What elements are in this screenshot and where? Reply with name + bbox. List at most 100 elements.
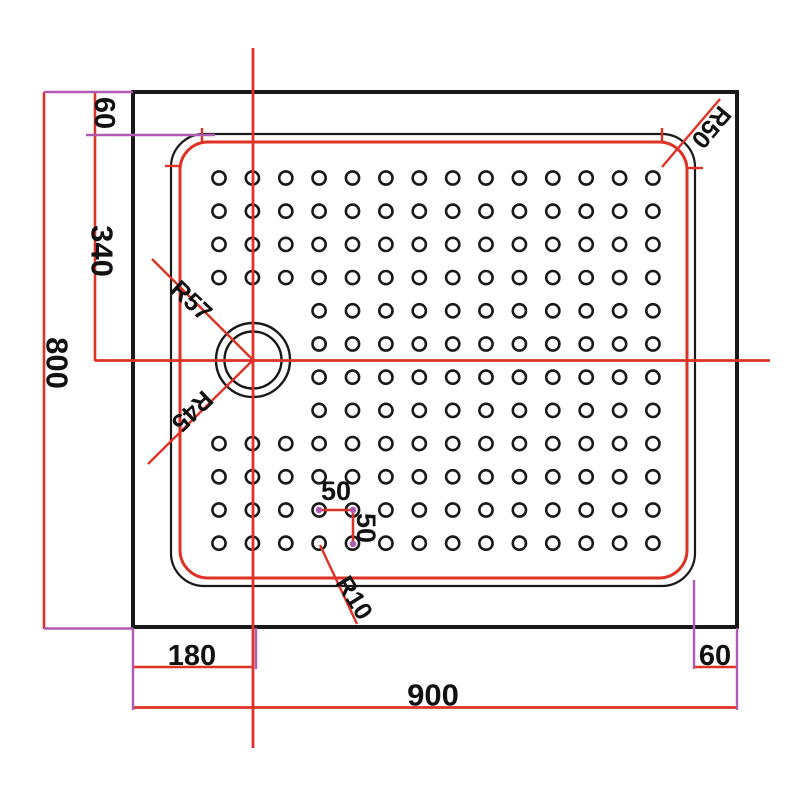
dim-label-drain-from-left: 180	[168, 640, 216, 672]
anti-slip-dot	[377, 236, 394, 253]
anti-slip-dot	[377, 502, 394, 518]
anti-slip-dot	[444, 402, 461, 419]
anti-slip-dot	[211, 502, 227, 518]
anti-slip-dot	[645, 336, 661, 352]
anti-slip-dot	[611, 369, 628, 386]
anti-slip-dot	[511, 302, 528, 319]
radius-label-inner-corner: R50	[686, 100, 737, 153]
anti-slip-dot	[544, 336, 561, 352]
anti-slip-dot	[311, 468, 327, 485]
anti-slip-dot	[444, 170, 461, 186]
anti-slip-dot	[611, 170, 628, 186]
anti-slip-dot	[277, 502, 294, 518]
anti-slip-dot	[411, 468, 428, 485]
anti-slip-dot	[444, 336, 461, 352]
anti-slip-dot	[277, 203, 294, 220]
anti-slip-dot	[311, 203, 327, 220]
anti-slip-dot	[377, 435, 394, 452]
anti-slip-dot	[311, 236, 327, 253]
anti-slip-dot	[478, 170, 494, 186]
anti-slip-dot	[311, 269, 327, 286]
anti-slip-dot	[411, 170, 428, 186]
anti-slip-dot	[578, 302, 595, 319]
radius-label-drain-inner: R45	[166, 385, 219, 437]
anti-slip-dot	[411, 402, 428, 419]
anti-slip-dot	[578, 468, 595, 485]
anti-slip-dot	[578, 535, 595, 552]
anti-slip-dot	[478, 435, 494, 452]
anti-slip-dot	[277, 535, 294, 552]
anti-slip-dot	[611, 468, 628, 485]
anti-slip-dot	[444, 502, 461, 518]
anti-slip-dot	[211, 435, 227, 452]
anti-slip-dot	[411, 236, 428, 253]
anti-slip-dot	[544, 435, 561, 452]
anti-slip-dot	[611, 236, 628, 253]
dim-endpoint-marker	[349, 540, 357, 548]
anti-slip-dot	[645, 468, 661, 485]
anti-slip-dot	[277, 468, 294, 485]
anti-slip-dot	[444, 302, 461, 319]
dim-label-overall-width: 900	[407, 678, 459, 713]
anti-slip-dot	[645, 435, 661, 452]
anti-slip-dot	[277, 170, 294, 186]
anti-slip-dot	[544, 170, 561, 186]
anti-slip-dot	[311, 336, 327, 352]
dim-endpoint-marker	[315, 506, 323, 514]
anti-slip-dot	[478, 302, 494, 319]
dim-label-dot-pitch-h: 50	[321, 476, 351, 506]
anti-slip-dot	[544, 369, 561, 386]
anti-slip-dot	[377, 535, 394, 552]
anti-slip-dot	[211, 170, 227, 186]
anti-slip-dot	[645, 203, 661, 220]
anti-slip-dot	[544, 535, 561, 552]
anti-slip-dot	[511, 502, 528, 518]
anti-slip-dot	[478, 468, 494, 485]
anti-slip-dot	[277, 269, 294, 286]
anti-slip-dot	[444, 435, 461, 452]
leader-dot-radius	[318, 544, 359, 625]
radius-label-drain-outer: R57	[165, 275, 218, 327]
anti-slip-dot	[411, 269, 428, 286]
anti-slip-dot	[478, 535, 494, 552]
anti-slip-dot	[511, 236, 528, 253]
anti-slip-dot	[344, 302, 361, 319]
leader-corner-radius	[661, 98, 721, 168]
anti-slip-dot	[578, 435, 595, 452]
anti-slip-dot	[511, 369, 528, 386]
anti-slip-dot	[277, 435, 294, 452]
anti-slip-dot	[444, 468, 461, 485]
anti-slip-dot	[578, 402, 595, 419]
anti-slip-dot	[377, 402, 394, 419]
anti-slip-dot	[311, 535, 327, 552]
dim-label-rim-top: 60	[88, 97, 120, 129]
anti-slip-dot	[544, 502, 561, 518]
anti-slip-dot	[277, 236, 294, 253]
dim-label-rim-right: 60	[699, 640, 731, 672]
anti-slip-dot	[511, 468, 528, 485]
dim-label-drain-from-rim-top: 340	[85, 225, 120, 277]
anti-slip-dot	[645, 269, 661, 286]
anti-slip-dot	[544, 203, 561, 220]
anti-slip-dot	[578, 502, 595, 518]
anti-slip-dot	[377, 269, 394, 286]
anti-slip-dot	[211, 236, 227, 253]
anti-slip-dot	[478, 236, 494, 253]
anti-slip-dot	[511, 435, 528, 452]
anti-slip-dot	[611, 535, 628, 552]
anti-slip-dot	[478, 336, 494, 352]
anti-slip-dot	[344, 269, 361, 286]
anti-slip-dot	[544, 236, 561, 253]
anti-slip-dot	[211, 468, 227, 485]
anti-slip-dot	[645, 170, 661, 186]
anti-slip-dot	[344, 468, 361, 485]
anti-slip-dot	[544, 468, 561, 485]
anti-slip-dot	[645, 402, 661, 419]
anti-slip-dot	[578, 203, 595, 220]
anti-slip-dot	[377, 302, 394, 319]
anti-slip-dot	[611, 402, 628, 419]
anti-slip-dot	[411, 435, 428, 452]
anti-slip-dot	[344, 236, 361, 253]
anti-slip-dot	[578, 369, 595, 386]
